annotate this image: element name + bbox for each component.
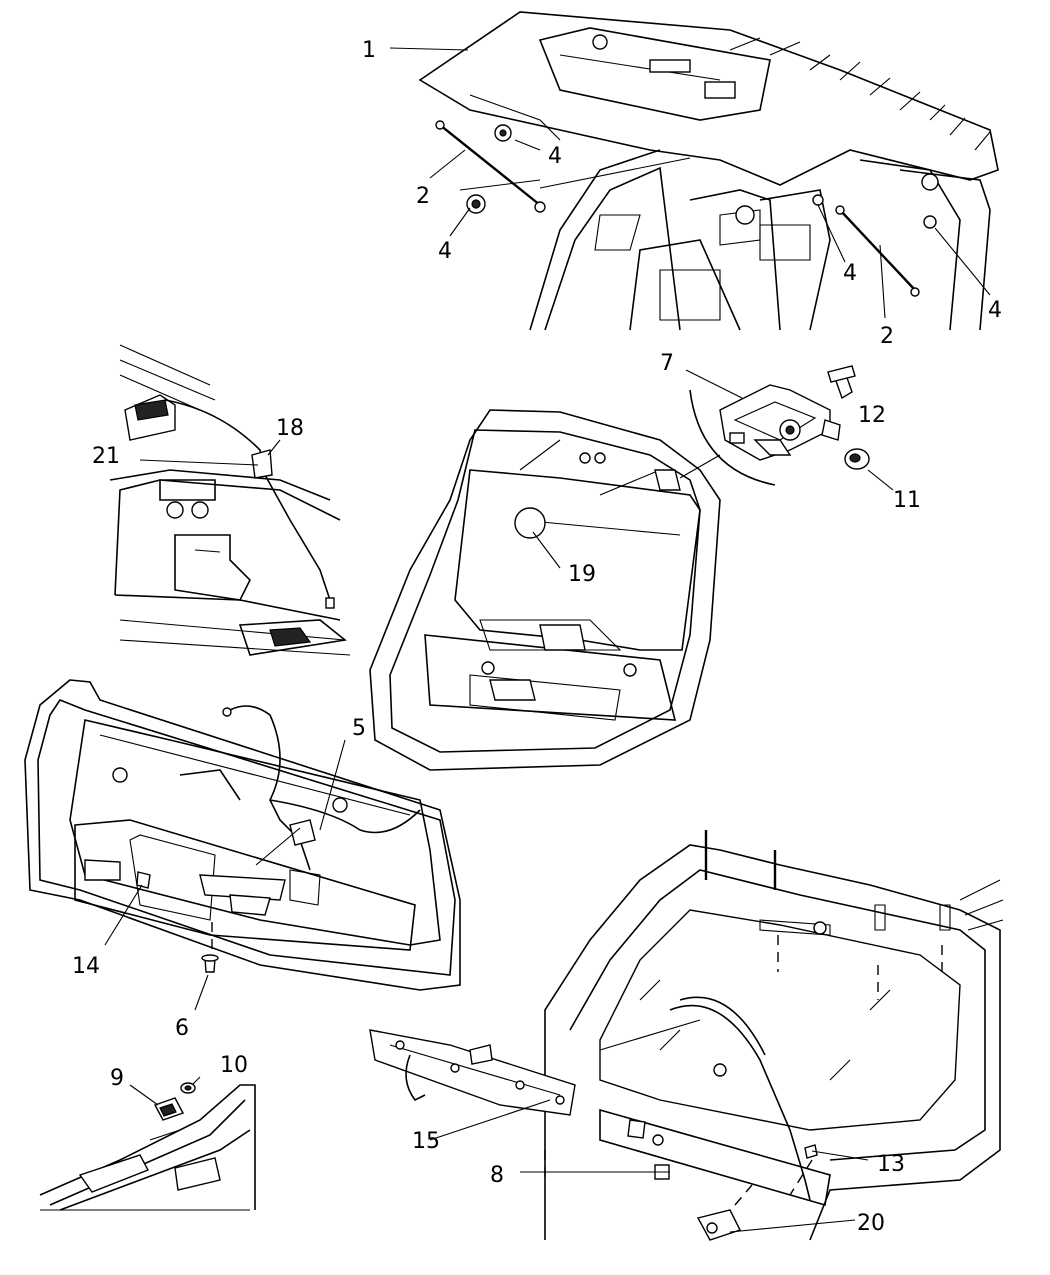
callout-4-top: 4 <box>548 144 562 169</box>
callout-7: 7 <box>660 351 674 376</box>
leader-2a <box>429 149 466 179</box>
callout-1: 1 <box>362 38 376 63</box>
leader-1 <box>389 47 469 51</box>
callout-15: 15 <box>412 1129 440 1154</box>
leader-13 <box>811 1150 869 1161</box>
callout-2-right: 2 <box>880 324 894 349</box>
leader-10 <box>192 1076 201 1085</box>
callout-8: 8 <box>490 1163 504 1188</box>
view-liftgate-inner <box>369 409 721 771</box>
leader-7-link <box>679 454 721 479</box>
callout-5: 5 <box>352 716 366 741</box>
leader-9 <box>129 1084 159 1106</box>
callout-6: 6 <box>175 1016 189 1041</box>
callout-18: 18 <box>276 416 304 441</box>
leader-4d <box>934 227 991 296</box>
view-rear-glass-applique <box>369 830 1004 1241</box>
view-wiring-harness <box>109 344 351 656</box>
callout-14: 14 <box>72 954 100 979</box>
leader-11 <box>867 469 894 491</box>
callout-13: 13 <box>877 1152 905 1177</box>
leader-5b <box>255 827 301 866</box>
leader-2b <box>879 244 886 319</box>
callout-2-left: 2 <box>416 184 430 209</box>
leader-5 <box>319 739 346 831</box>
callout-4-left: 4 <box>438 239 452 264</box>
callout-20: 20 <box>857 1211 885 1236</box>
leader-19 <box>532 531 561 569</box>
leader-4c <box>817 204 846 263</box>
view-latch-detail <box>685 365 894 491</box>
callout-4-right: 4 <box>988 298 1002 323</box>
view-switch-detail <box>39 1076 256 1211</box>
leader-4a <box>514 139 541 151</box>
callout-10: 10 <box>220 1053 248 1078</box>
leader-7 <box>685 369 743 399</box>
callout-4-mid: 4 <box>843 261 857 286</box>
callout-21: 21 <box>92 444 120 469</box>
leader-15 <box>429 1099 551 1141</box>
leader-21 <box>139 459 259 466</box>
view-liftgate-trim <box>24 679 461 1011</box>
leader-18 <box>267 439 281 456</box>
leader-2-link <box>539 157 691 189</box>
callout-labels: 1 2 2 4 4 4 4 5 6 7 8 9 10 11 12 13 14 1… <box>72 38 1002 1236</box>
leader-14 <box>104 884 143 946</box>
leader-20 <box>729 1219 856 1233</box>
callout-12: 12 <box>858 403 886 428</box>
callout-19: 19 <box>568 562 596 587</box>
leader-6 <box>194 974 209 1011</box>
callout-11: 11 <box>893 488 921 513</box>
view-liftgate-props <box>389 11 999 331</box>
leader-4b <box>449 207 471 237</box>
callout-9: 9 <box>110 1066 124 1091</box>
